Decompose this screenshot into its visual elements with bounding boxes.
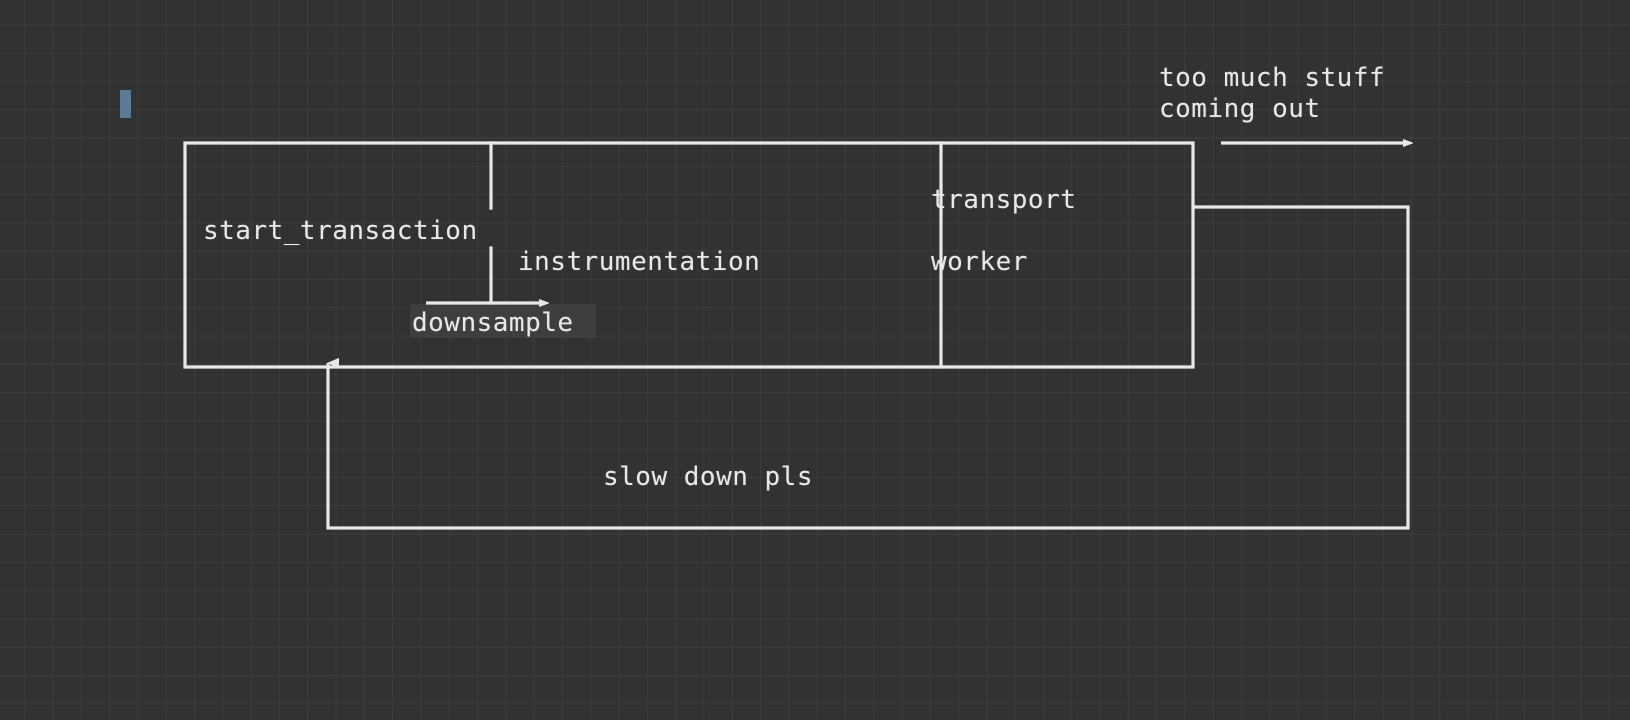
downsample-text-highlight — [410, 304, 596, 338]
outer-pipeline-box-path — [183, 141, 1195, 369]
label-slow-down-pls: slow down pls — [603, 462, 813, 492]
label-start-transaction: start_transaction — [203, 216, 478, 246]
label-too-much-stuff-line1: too much stuff — [1159, 63, 1386, 93]
label-downsample: downsample — [412, 308, 574, 338]
label-worker: worker — [931, 247, 1028, 277]
backpressure-loop-path — [326, 205, 1410, 530]
text-cursor-block — [120, 90, 131, 118]
label-too-much-stuff-line2: coming out — [1159, 94, 1321, 124]
label-transport: transport — [931, 185, 1077, 215]
label-instrumentation: instrumentation — [518, 247, 761, 277]
